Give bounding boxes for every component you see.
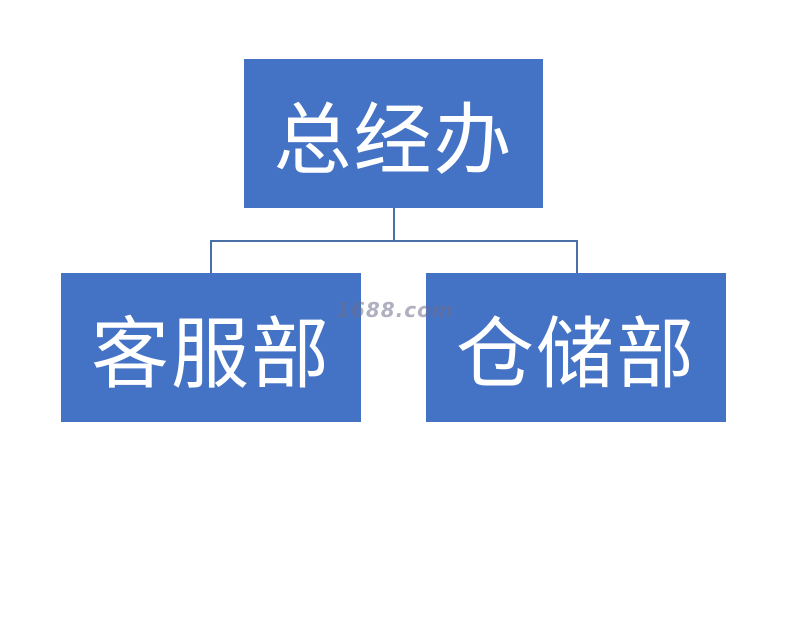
node-customer-service-label: 客服部 <box>90 309 331 400</box>
node-general-office-label: 总经办 <box>273 95 514 186</box>
node-warehouse-label: 仓储部 <box>455 309 696 400</box>
node-customer-service[interactable]: 客服部 <box>61 273 361 422</box>
node-general-office[interactable]: 总经办 <box>244 59 543 208</box>
node-warehouse[interactable]: 仓储部 <box>426 273 726 422</box>
